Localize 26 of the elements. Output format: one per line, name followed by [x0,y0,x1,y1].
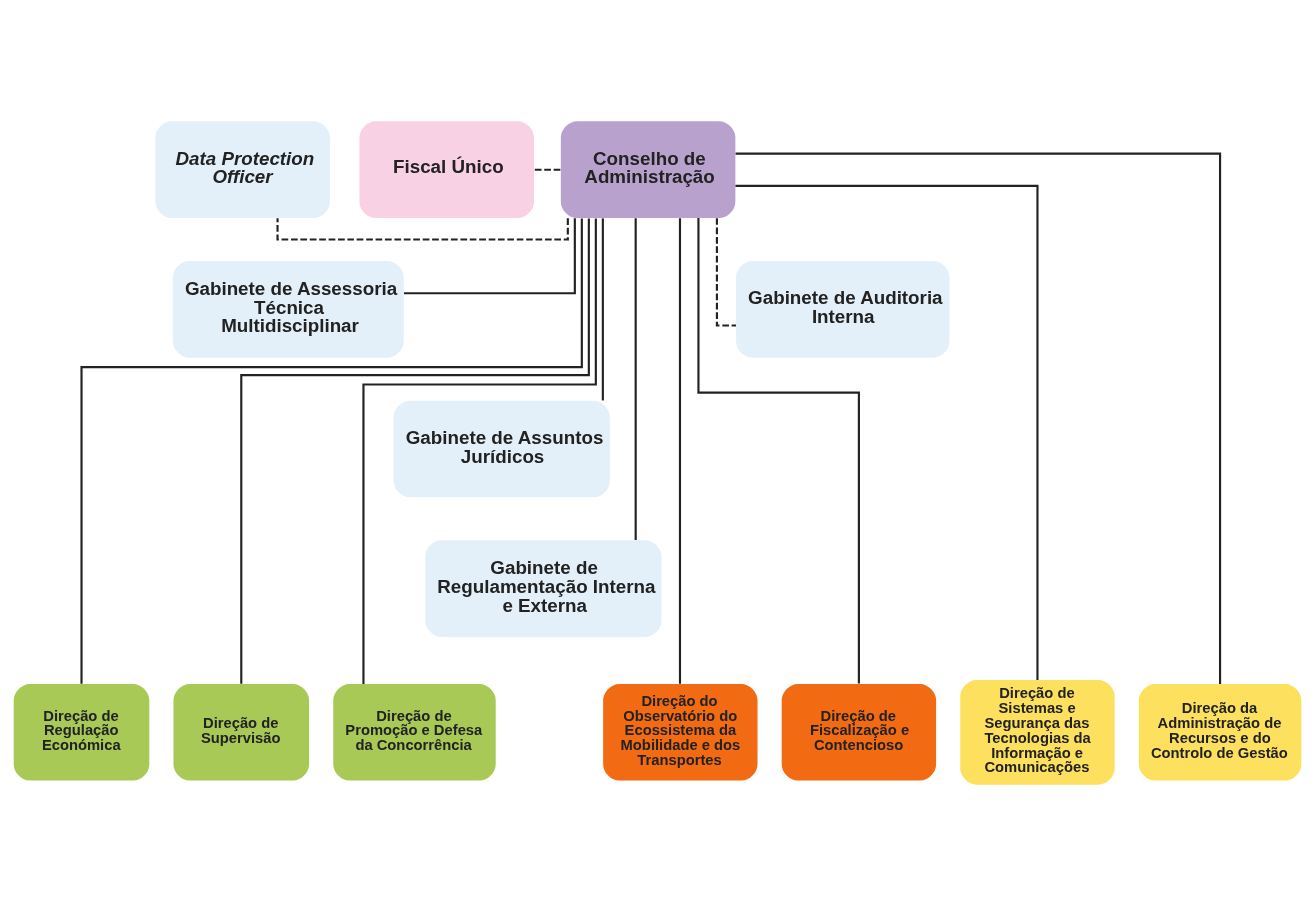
node-box: Gabinete de Assessoria Técnica Multidisciplinar [172,260,404,358]
connector [276,217,569,241]
connector [240,217,590,684]
node-box: Direção de Promoção e Defesa da Concorrência [333,683,496,781]
connector [534,168,561,171]
node-box: Gabinete de Auditoria Interna [736,260,950,358]
connector [697,217,860,684]
node-box: Conselho de Administração [560,120,736,218]
connector [735,152,1222,684]
connector [362,217,597,684]
node-box: Gabinete de Regulamentação Interna e Externa [425,539,662,637]
node-box: Data Protection Officer [155,120,330,218]
connector [634,217,637,540]
connector [678,217,682,684]
node-box: Direção de Regulação Económica [13,683,150,781]
connector [80,218,583,684]
node-box: Direção de Fiscalização e Contencioso [781,683,937,781]
connector [601,217,604,400]
node-box: Direção de Supervisão [173,683,310,781]
node-box: Fiscal Único [359,120,534,218]
node-box: Direção de Sistemas e Segurança das Tecnologias da Informação e Comunicações [960,679,1115,785]
node-box: Direção do Observatório do Ecossistema da Mobilidade e dos Transportes [603,683,758,781]
node-box: Direção da Administração de Recursos e do Controlo de Gestão [1138,683,1302,781]
node-box: Gabinete de Assuntos Jurídicos [393,400,610,497]
connector [404,217,576,294]
connector [735,184,1039,680]
